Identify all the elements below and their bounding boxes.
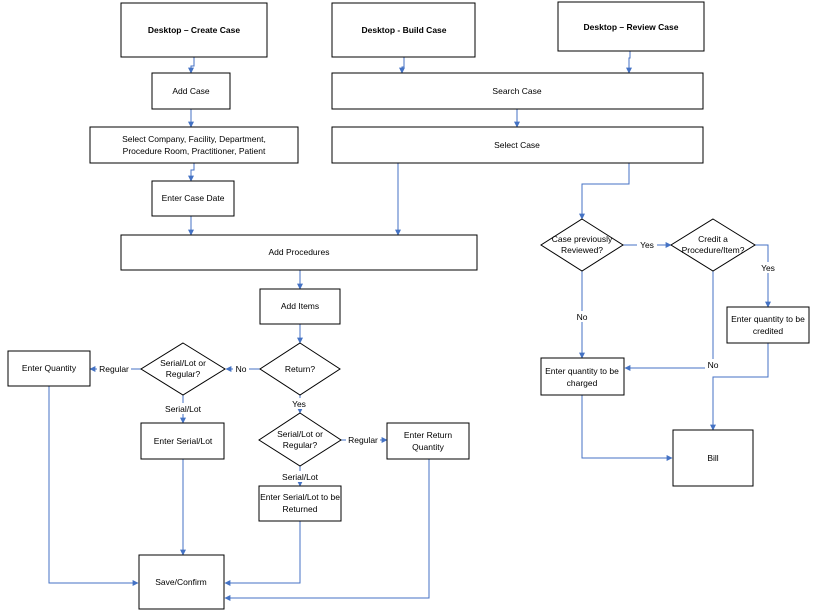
box-enter-quantity-label: Enter Quantity — [22, 363, 77, 373]
decision-serial-left-line2: Regular? — [166, 369, 201, 379]
box-enter-serial-lot-returned: Enter Serial/Lot to be Returned — [258, 485, 342, 522]
decision-serial-return-line2: Regular? — [283, 440, 318, 450]
edge-label-reviewed-yes: Yes — [640, 240, 654, 250]
box-add-procedures-label: Add Procedures — [269, 247, 330, 257]
box-select-company-line1: Select Company, Facility, Department, — [122, 134, 266, 144]
edge-returnedserial-to-save — [224, 521, 301, 586]
edge-label-serial-seriallot: Serial/Lot — [165, 404, 202, 414]
decision-reviewed-line1: Case previously — [552, 234, 613, 244]
box-enter-quantity-credited-line1: Enter quantity to be — [731, 314, 805, 324]
decision-return: Return? — [259, 342, 341, 396]
box-add-items: Add Items — [259, 288, 341, 325]
decision-reviewed-line2: Reviewed? — [561, 245, 603, 255]
box-enter-case-date: Enter Case Date — [151, 180, 235, 217]
edge-label-credit-no: No — [708, 360, 719, 370]
decision-serial-return-line1: Serial/Lot or — [277, 429, 323, 439]
decision-credit-procedure-item: Credit a Procedure/Item? — [670, 218, 756, 272]
decision-serial-or-regular-left: Serial/Lot or Regular? — [140, 342, 226, 396]
header-create-case: Desktop – Create Case — [120, 2, 268, 58]
box-bill-label: Bill — [707, 453, 718, 463]
decision-credit-line2: Procedure/Item? — [682, 245, 745, 255]
header-create-case-label: Desktop – Create Case — [148, 25, 240, 35]
header-review-case-label: Desktop – Review Case — [584, 22, 679, 32]
box-add-case-label: Add Case — [172, 86, 210, 96]
decision-serial-or-regular-return: Serial/Lot or Regular? — [258, 412, 342, 467]
box-add-items-label: Add Items — [281, 301, 319, 311]
edge-label-reviewed-no: No — [577, 312, 588, 322]
box-enter-return-quantity-line2: Quantity — [412, 442, 444, 452]
box-enter-serial-lot-returned-line1: Enter Serial/Lot to be — [260, 492, 340, 502]
edge-label-credit-yes: Yes — [761, 263, 775, 273]
edge-select-to-casedate — [188, 163, 195, 182]
box-add-procedures: Add Procedures — [120, 234, 478, 271]
box-add-case: Add Case — [151, 72, 231, 110]
box-enter-quantity: Enter Quantity — [7, 350, 91, 387]
decision-return-label: Return? — [285, 364, 316, 374]
box-search-case-label: Search Case — [492, 86, 541, 96]
edge-build-to-search — [399, 57, 405, 74]
edge-selectcase-to-reviewed — [579, 163, 630, 220]
header-build-case: Desktop - Build Case — [331, 2, 476, 58]
header-review-case: Desktop – Review Case — [557, 1, 705, 52]
decision-credit-line1: Credit a — [698, 234, 728, 244]
box-save-confirm: Save/Confirm — [138, 554, 225, 610]
box-enter-quantity-charged-line1: Enter quantity to be — [545, 366, 619, 376]
edge-label-returnserial-seriallot: Serial/Lot — [282, 472, 319, 482]
box-enter-serial-lot-returned-line2: Returned — [283, 504, 318, 514]
box-enter-serial-lot-label: Enter Serial/Lot — [154, 436, 213, 446]
box-bill: Bill — [672, 429, 754, 487]
box-enter-quantity-credited: Enter quantity to be credited — [726, 306, 810, 344]
box-select-case: Select Case — [331, 126, 704, 164]
edge-credit-no — [624, 271, 714, 371]
edge-labels: No Regular Serial/Lot Yes Regular Serial… — [97, 239, 778, 482]
box-enter-quantity-credited-line2: credited — [753, 326, 784, 336]
edge-credit-yes — [755, 244, 771, 308]
box-search-case: Search Case — [331, 72, 704, 110]
edge-review-to-search — [626, 51, 632, 74]
edge-quantity-to-save — [48, 386, 139, 586]
edge-returnqty-to-save — [224, 459, 430, 601]
box-enter-serial-lot: Enter Serial/Lot — [140, 422, 225, 460]
edge-charged-to-bill — [581, 395, 673, 461]
edge-credited-to-bill — [710, 343, 769, 431]
box-select-company: Select Company, Facility, Department, Pr… — [89, 126, 299, 164]
box-enter-case-date-label: Enter Case Date — [162, 193, 225, 203]
decision-serial-left-line1: Serial/Lot or — [160, 358, 206, 368]
box-select-company-line2: Procedure Room, Practitioner, Patient — [123, 146, 266, 156]
edge-label-serial-regular: Regular — [99, 364, 129, 374]
box-select-case-label: Select Case — [494, 140, 540, 150]
box-enter-return-quantity-line1: Enter Return — [404, 430, 452, 440]
edge-create-to-addcase — [188, 57, 195, 74]
edge-label-returnserial-regular: Regular — [348, 435, 378, 445]
box-enter-quantity-charged: Enter quantity to be charged — [540, 357, 625, 396]
box-save-confirm-label: Save/Confirm — [155, 577, 207, 587]
edge-label-return-no: No — [236, 364, 247, 374]
header-build-case-label: Desktop - Build Case — [361, 25, 446, 35]
box-enter-quantity-charged-line2: charged — [567, 378, 598, 388]
edge-label-return-yes: Yes — [292, 399, 306, 409]
box-enter-return-quantity: Enter Return Quantity — [386, 422, 470, 460]
decision-case-previously-reviewed: Case previously Reviewed? — [540, 218, 624, 272]
